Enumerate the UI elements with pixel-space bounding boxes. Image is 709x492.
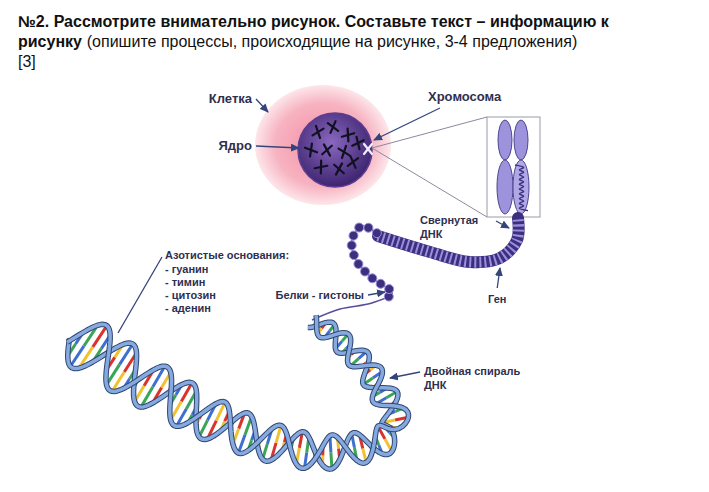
coiled-dna-texture	[515, 165, 528, 211]
leader-line	[118, 257, 162, 333]
chromatid-stroke	[339, 146, 350, 158]
nucleosome	[354, 259, 363, 268]
score-mark: [3]	[18, 52, 673, 72]
chromatid-stroke	[328, 121, 338, 133]
chromatid	[497, 160, 513, 214]
chromosome-glyph	[322, 144, 332, 155]
chromatid-stroke	[322, 144, 332, 155]
chromatid	[514, 120, 528, 160]
nucleosome	[385, 285, 394, 294]
strand-outline	[67, 315, 408, 468]
base-name: - цитозин	[165, 288, 216, 302]
chromosome-label: Хромосома	[428, 90, 501, 104]
bases-heading: Азотистые основания:	[165, 248, 289, 262]
chromatid-stroke	[352, 137, 363, 149]
pointer-arrow	[368, 292, 385, 295]
chromosome-glyph	[348, 156, 358, 168]
cell	[255, 85, 391, 205]
base-name: - аденин	[165, 301, 211, 315]
chromatid-stroke	[342, 129, 354, 142]
nucleosome	[347, 241, 356, 250]
task-instruction: (опишите процессы, происходящие на рисун…	[87, 33, 577, 50]
nucleosome	[349, 251, 358, 260]
chromosome-glyph	[339, 146, 350, 158]
nucleosome	[376, 279, 385, 288]
helix-axis	[72, 320, 396, 452]
histone-label: Белки - гистоны	[275, 288, 364, 302]
base-name: - гуанин	[165, 262, 208, 276]
chromosome-glyph	[364, 144, 372, 154]
chromatid-stroke	[364, 144, 372, 154]
nucleosome	[368, 274, 377, 283]
sugar-phosphate-strand	[67, 315, 408, 468]
chromosome-glyph	[352, 137, 363, 149]
base-pairs	[67, 322, 408, 469]
chromosome-glyph	[334, 163, 344, 174]
nucleus-label: Ядро	[219, 139, 252, 153]
chromatid-stroke	[334, 163, 344, 174]
pointer-arrow	[374, 108, 440, 140]
base-name: - тимин	[165, 275, 205, 289]
chromatid-stroke	[315, 161, 328, 174]
nucleosome	[361, 267, 370, 276]
chromatid-stroke	[342, 129, 354, 142]
chromosome-glyph	[315, 161, 328, 174]
pointer-arrow	[256, 146, 299, 148]
cell-label: Клетка	[209, 92, 252, 106]
chromatid-stroke	[339, 146, 350, 158]
chromatid-stroke	[328, 121, 338, 133]
chromatid-stroke	[305, 144, 317, 157]
pointer-arrow	[497, 268, 500, 288]
chromosome-glyph	[328, 121, 338, 133]
task-heading: №2. Рассмотрите внимательно рисунок. Сос…	[18, 12, 678, 72]
nucleosome	[349, 231, 358, 240]
gene-label: Ген	[488, 292, 506, 306]
chromatid-stroke	[313, 126, 324, 138]
nucleosome	[355, 223, 364, 232]
chromosome-glyph	[342, 129, 354, 142]
chromatid-stroke	[364, 144, 372, 154]
dna-string	[312, 226, 392, 320]
nucleus	[298, 113, 372, 187]
chromatid-stroke	[322, 144, 332, 155]
pointer-arrow	[496, 221, 509, 228]
chromatid-stroke	[315, 161, 328, 174]
chromatid-stroke	[348, 156, 358, 168]
chromosome-glyph	[313, 126, 324, 138]
chromatid-stroke	[348, 156, 358, 168]
pointer-arrow	[256, 99, 268, 112]
nucleosome	[372, 229, 381, 238]
chromatid-stroke	[305, 144, 317, 157]
coiled-dna-label: Свернутая ДНК	[420, 213, 492, 241]
pointer-arrow	[390, 372, 420, 378]
chromatid-stroke	[352, 137, 363, 149]
chromatid-stroke	[313, 126, 324, 138]
chromosome-glyph	[305, 144, 317, 157]
chromatid-stroke	[334, 163, 344, 174]
zoom-line	[372, 148, 487, 217]
chromosome-frame	[487, 117, 540, 217]
chromatid	[513, 160, 529, 214]
double-helix-label: Двойная спираль ДНК	[424, 364, 524, 392]
nucleosome	[364, 223, 373, 232]
chromatid	[498, 120, 512, 160]
